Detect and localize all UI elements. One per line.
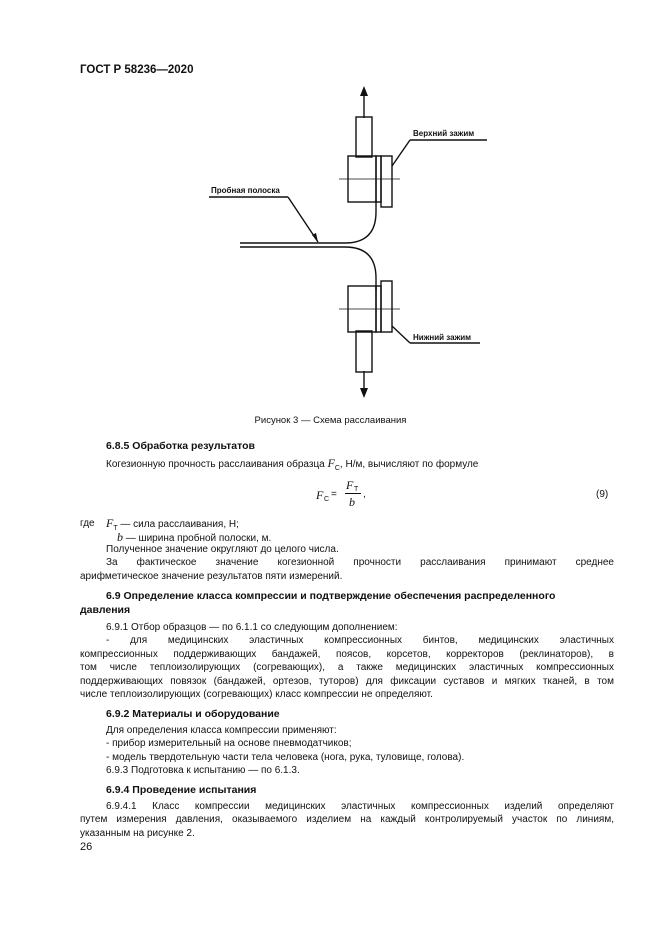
paragraph-6-9-2-l1: Для определения класса компрессии примен…	[106, 725, 337, 736]
paragraph-6-9-4-1-l3: указанным на рисунке 2.	[80, 828, 195, 839]
paragraph-6-9-3: 6.9.3 Подготовка к испытанию — по 6.1.3.	[106, 765, 300, 776]
section-heading-6-9-2: 6.9.2 Материалы и оборудование	[106, 708, 280, 720]
paragraph-rounding: Полученное значение округляют до целого …	[106, 544, 339, 555]
down-arrowhead	[360, 388, 368, 398]
paragraph-6-9-2-l3: - модель твердотельную части тела челове…	[106, 752, 465, 763]
formula-9: F C = F T b ,	[316, 478, 366, 509]
strip-upper-leg	[240, 200, 377, 244]
where-label: где	[80, 518, 95, 529]
section-heading-6-9: 6.9 Определение класса компрессии и подт…	[106, 590, 556, 602]
paragraph-6-9-1-l2: компрессионных поддерживающих бандажей, …	[80, 649, 614, 660]
section-heading-6-8-5: 6.8.5 Обработка результатов	[106, 440, 255, 452]
paragraph-6-9-1-l5: числе теплоизолирующих (согревающих) кла…	[80, 689, 433, 700]
formula-number: (9)	[596, 489, 609, 500]
section-heading-6-9-cont: давления	[80, 604, 131, 616]
up-arrowhead	[360, 86, 368, 96]
lower-clamp-rod	[355, 330, 373, 373]
lower-clamp-label: Нижний зажим	[413, 333, 472, 342]
paragraph-6-9-1: 6.9.1 Отбор образцов — по 6.1.1 со следу…	[106, 622, 398, 633]
test-strip-label: Пробная полоска	[211, 186, 280, 195]
fraction-bar	[345, 493, 361, 494]
figure-caption: Рисунок 3 — Схема расслаивания	[254, 415, 407, 426]
paragraph-mean-line2: арифметическое значение результатов пяти…	[80, 571, 343, 582]
definition-b: b — ширина пробной полоски, м.	[117, 530, 272, 544]
paragraph-6-9-4-1-l1: 6.9.4.1 Класс компрессии медицинских эла…	[106, 801, 614, 812]
strip-leader-arrowhead	[312, 233, 318, 242]
paragraph-6-9-1-l4: поддерживающих повязок (бандажей, ортезо…	[80, 676, 614, 687]
strip-lower-leg	[240, 246, 377, 290]
page-number: 26	[80, 841, 93, 853]
upper-clamp-rod	[355, 116, 373, 158]
paragraph-6-9-1-l3: том числе теплоизолирующих (согревающих)…	[80, 662, 614, 673]
upper-clamp-label: Верхний зажим	[413, 129, 475, 138]
paragraph-intro: Когезионную прочность расслаивания образ…	[106, 456, 479, 472]
definition-ft: FT — сила расслаивания, Н;	[106, 516, 239, 532]
paragraph-6-9-4-1-l2: путем измерения давления, оказываемого и…	[80, 814, 614, 825]
paragraph-6-9-1-l1: - для медицинских эластичных компрессион…	[106, 635, 614, 646]
paragraph-6-9-2-l2: - прибор измерительный на основе пневмод…	[106, 738, 352, 749]
document-header: ГОСТ Р 58236—2020	[80, 64, 194, 76]
paragraph-mean-line1: За фактическое значение когезионной проч…	[106, 557, 614, 568]
peel-scheme-figure	[209, 86, 487, 398]
lower-clamp-jaw-outer	[380, 280, 393, 333]
section-heading-6-9-4: 6.9.4 Проведение испытания	[106, 784, 257, 796]
upper-clamp-jaw-outer	[380, 155, 393, 208]
